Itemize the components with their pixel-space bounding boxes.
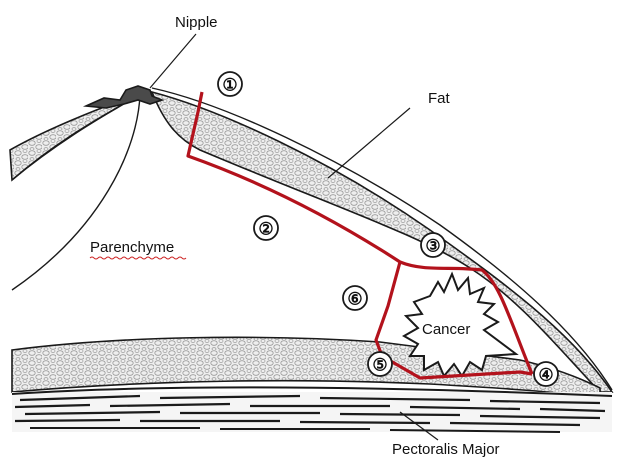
fat-pointer-line (328, 108, 410, 178)
margin-marker-6: ⑥ (343, 286, 367, 310)
margin-number-1: ① (222, 76, 237, 95)
margin-marker-5: ⑤ (368, 352, 392, 376)
margin-marker-4: ④ (534, 362, 558, 386)
nipple-shape (86, 86, 162, 108)
margin-number-2: ② (258, 220, 273, 239)
label-pectoralis-major: Pectoralis Major (392, 441, 500, 458)
margin-marker-3: ③ (421, 233, 445, 257)
margin-number-5: ⑤ (372, 356, 387, 375)
margin-number-6: ⑥ (347, 290, 362, 309)
nipple-pointer-line (150, 34, 196, 88)
label-fat: Fat (428, 90, 451, 107)
parenchyme-spellcheck-squiggle (90, 257, 186, 259)
label-parenchyme: Parenchyme (90, 239, 174, 256)
margin-marker-2: ② (254, 216, 278, 240)
pectoralis-major-muscle (12, 387, 612, 432)
label-nipple: Nipple (175, 14, 218, 31)
margin-number-3: ③ (425, 237, 440, 256)
margin-marker-1: ① (218, 72, 242, 96)
margin-number-4: ④ (538, 366, 553, 385)
label-cancer: Cancer (422, 321, 470, 338)
